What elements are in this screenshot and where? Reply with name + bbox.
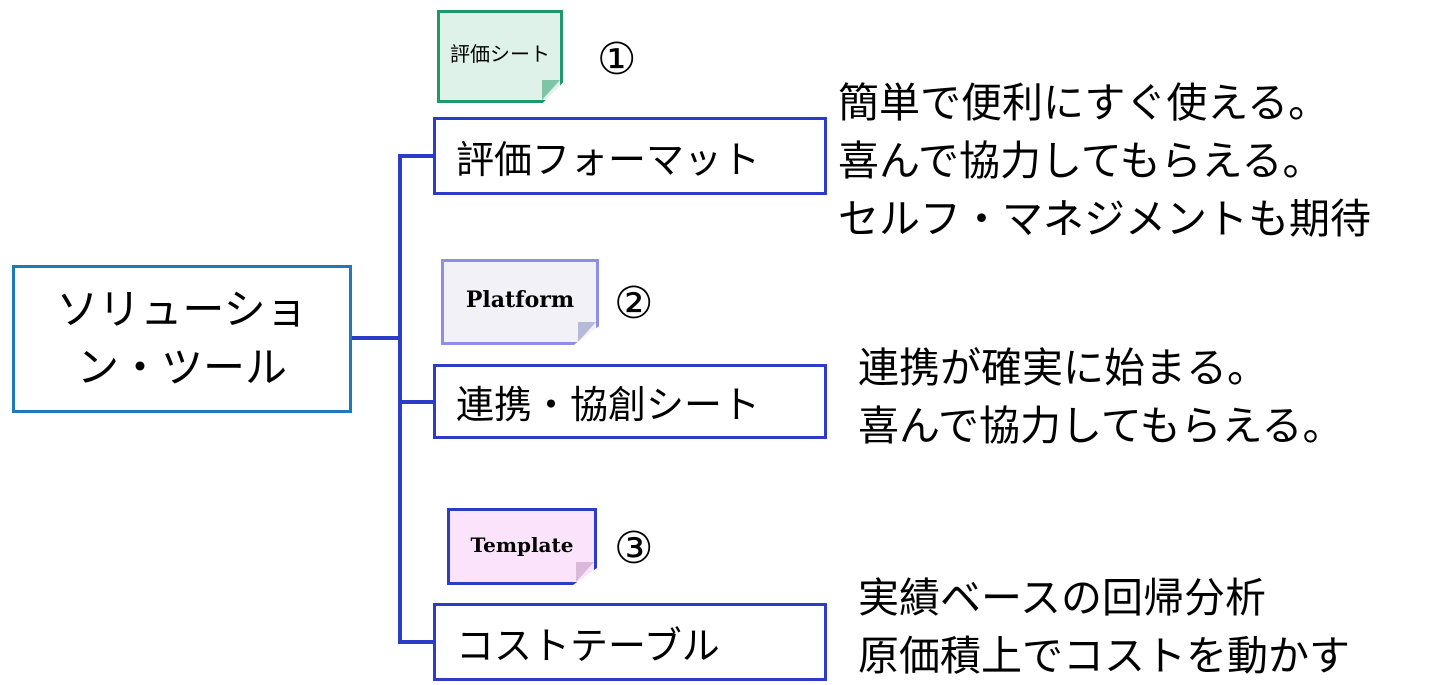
connector-trunk bbox=[398, 154, 402, 644]
desc-1-line-2: 喜んで協力してもらえる。 bbox=[838, 137, 1324, 185]
branch-node-2: 連携・協創シート bbox=[433, 364, 827, 439]
desc-1-line-3: セルフ・マネジメントも期待 bbox=[838, 195, 1371, 243]
branch-label-3: コストテーブル bbox=[456, 623, 720, 668]
root-node-line-2: ン・ツール bbox=[76, 343, 287, 392]
document-card-icon: Template bbox=[447, 508, 597, 585]
branch-label-2: 連携・協創シート bbox=[456, 383, 761, 427]
desc-1-line-1: 簡単で便利にすぐ使える。 bbox=[838, 79, 1330, 127]
card-label-3: Template bbox=[470, 532, 574, 557]
branch-label-1: 評価フォーマット bbox=[456, 137, 761, 182]
card-fold-3 bbox=[576, 562, 594, 582]
desc-2-line-2: 喜んで協力してもらえる。 bbox=[858, 402, 1344, 450]
branch-description-1: 簡単で便利にすぐ使える。 喜んで協力してもらえる。 セルフ・マネジメントも期待 bbox=[838, 74, 1371, 248]
number-badge-1: ① bbox=[597, 34, 637, 85]
document-card-icon: Platform bbox=[441, 259, 599, 345]
connector-branch-1 bbox=[398, 154, 434, 158]
branch-node-3: コストテーブル bbox=[433, 603, 827, 681]
connector-branch-3 bbox=[398, 640, 434, 644]
desc-3-line-1: 実績ベースの回帰分析 bbox=[858, 574, 1266, 622]
number-badge-2: ② bbox=[614, 278, 654, 329]
connector-root-stem bbox=[352, 336, 400, 340]
root-node: ソリューショ ン・ツール bbox=[12, 265, 352, 413]
card-fold-1 bbox=[542, 80, 560, 100]
document-card-icon: 評価シート bbox=[437, 10, 563, 103]
card-label-2: Platform bbox=[465, 287, 575, 313]
card-fold-2 bbox=[578, 322, 596, 342]
desc-2-line-1: 連携が確実に始まる。 bbox=[858, 344, 1268, 392]
connector-branch-2 bbox=[398, 400, 434, 404]
branch-node-1: 評価フォーマット bbox=[433, 117, 827, 195]
branch-description-3: 実績ベースの回帰分析 原価積上でコストを動かす bbox=[858, 569, 1350, 685]
number-badge-3: ③ bbox=[614, 523, 654, 574]
card-label-1: 評価シート bbox=[450, 42, 550, 66]
desc-3-line-2: 原価積上でコストを動かす bbox=[858, 632, 1350, 680]
branch-description-2: 連携が確実に始まる。 喜んで協力してもらえる。 bbox=[858, 339, 1343, 455]
root-node-line-1: ソリューショ bbox=[56, 285, 308, 334]
